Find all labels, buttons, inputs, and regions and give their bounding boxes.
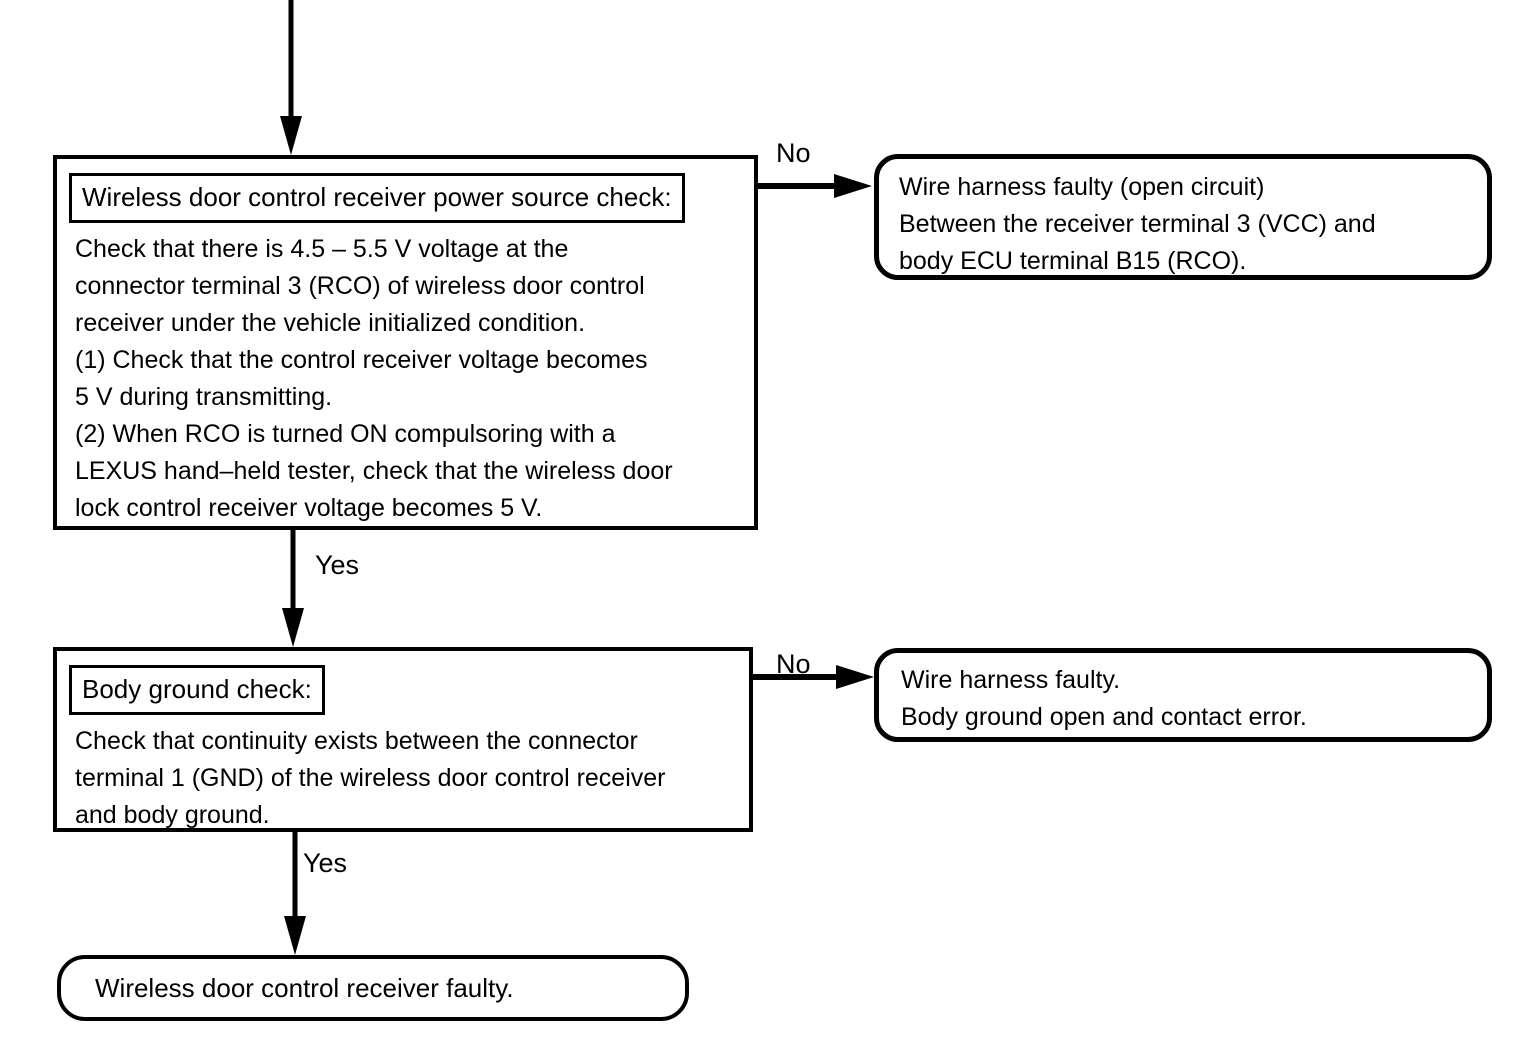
text-line: 5 V during transmitting. bbox=[75, 382, 333, 411]
text-line: (1) Check that the control receiver volt… bbox=[75, 345, 648, 374]
text-line: and body ground. bbox=[75, 800, 270, 829]
text-line: terminal 1 (GND) of the wireless door co… bbox=[75, 763, 666, 792]
text-line: Wire harness faulty. bbox=[901, 666, 1121, 694]
result-body-ground-fault-box: Wire harness faulty. Body ground open an… bbox=[874, 648, 1492, 742]
arrow-no-2 bbox=[753, 665, 874, 689]
edge-label-no-2: No bbox=[776, 649, 811, 679]
result-open-circuit-box: Wire harness faulty (open circuit) Betwe… bbox=[874, 154, 1492, 280]
step-power-source-check-body: Check that there is 4.5 – 5.5 V voltage … bbox=[75, 231, 736, 527]
text-line: (2) When RCO is turned ON compulsoring w… bbox=[75, 419, 616, 448]
arrow-entry-top bbox=[280, 0, 302, 155]
arrow-yes-1 bbox=[282, 530, 304, 647]
text-line: Body ground open and contact error. bbox=[901, 703, 1307, 731]
text-line: Check that there is 4.5 – 5.5 V voltage … bbox=[75, 234, 569, 263]
text-line: Between the receiver terminal 3 (VCC) an… bbox=[899, 210, 1376, 238]
text-line: Wireless door control receiver faulty. bbox=[95, 972, 514, 1003]
text-line: body ECU terminal B15 (RCO). bbox=[899, 247, 1247, 275]
arrow-no-1 bbox=[758, 174, 872, 198]
step-power-source-check-title: Wireless door control receiver power sou… bbox=[69, 173, 685, 223]
step-body-ground-check-box: Body ground check: Check that continuity… bbox=[53, 647, 753, 832]
text-line: lock control receiver voltage becomes 5 … bbox=[75, 493, 543, 522]
edge-label-no-1: No bbox=[776, 138, 811, 168]
step-body-ground-check-body: Check that continuity exists between the… bbox=[75, 723, 731, 834]
edge-label-yes-1: Yes bbox=[315, 550, 360, 580]
step-body-ground-check-title: Body ground check: bbox=[69, 665, 325, 715]
text-line: LEXUS hand–held tester, check that the w… bbox=[75, 456, 673, 485]
result-receiver-faulty-box: Wireless door control receiver faulty. bbox=[57, 955, 689, 1021]
text-line: receiver under the vehicle initialized c… bbox=[75, 308, 586, 337]
step-power-source-check-box: Wireless door control receiver power sou… bbox=[53, 155, 758, 530]
text-line: Wire harness faulty (open circuit) bbox=[899, 173, 1265, 201]
text-line: Check that continuity exists between the… bbox=[75, 726, 638, 755]
text-line: connector terminal 3 (RCO) of wireless d… bbox=[75, 271, 645, 300]
edge-label-yes-2: Yes bbox=[303, 848, 348, 878]
